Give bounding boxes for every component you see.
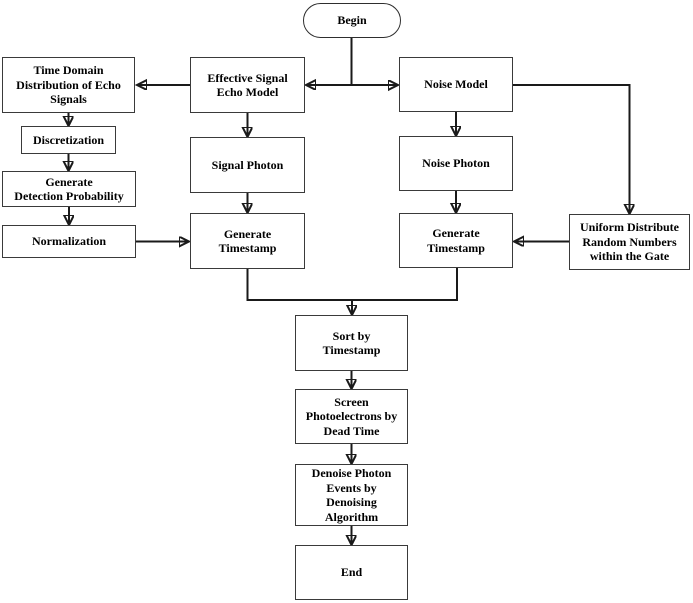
node-effective-signal-echo-model: Effective Signal Echo Model — [190, 57, 305, 113]
node-normalization-label: Normalization — [32, 234, 106, 249]
node-noise-photon: Noise Photon — [399, 136, 513, 191]
node-generate-detection-probability-label: Generate Detection Probability — [14, 174, 124, 204]
node-time-domain-distribution-label: Time Domain Distribution of Echo Signals — [16, 63, 121, 107]
node-begin: Begin — [303, 3, 401, 38]
node-discretization-label: Discretization — [32, 132, 105, 147]
node-end-label: End — [340, 565, 363, 580]
node-uniform-distribute-random-numbers-label: Uniform Distribute Random Numbers within… — [580, 220, 679, 264]
node-sort-by-timestamp: Sort by Timestamp — [295, 315, 408, 371]
node-generate-detection-probability: Generate Detection Probability — [2, 171, 136, 207]
node-discretization: Discretization — [21, 126, 116, 154]
node-screen-photoelectrons: Screen Photoelectrons by Dead Time — [295, 389, 408, 444]
node-effective-signal-echo-model-label: Effective Signal Echo Model — [207, 70, 288, 100]
edge-noise-model-to-uniform — [513, 84, 630, 213]
node-denoise-photon-events-label: Denoise Photon Events by Denoising Algor… — [311, 466, 392, 524]
node-time-domain-distribution: Time Domain Distribution of Echo Signals — [2, 57, 135, 113]
node-signal-photon: Signal Photon — [190, 137, 305, 193]
node-generate-timestamp-signal: Generate Timestamp — [190, 213, 305, 269]
node-signal-photon-label: Signal Photon — [211, 157, 284, 172]
node-noise-photon-label: Noise Photon — [422, 156, 490, 171]
node-generate-timestamp-noise-label: Generate Timestamp — [427, 226, 485, 255]
node-noise-model: Noise Model — [399, 57, 513, 112]
node-normalization: Normalization — [2, 225, 136, 258]
node-generate-timestamp-signal-label: Generate Timestamp — [218, 226, 277, 256]
node-uniform-distribute-random-numbers: Uniform Distribute Random Numbers within… — [569, 214, 690, 270]
node-noise-model-label: Noise Model — [424, 77, 488, 92]
edge-timestamp-merge — [246, 267, 458, 301]
node-sort-by-timestamp-label: Sort by Timestamp — [322, 328, 381, 358]
node-generate-timestamp-noise: Generate Timestamp — [399, 213, 513, 268]
node-denoise-photon-events: Denoise Photon Events by Denoising Algor… — [295, 464, 408, 526]
node-begin-label: Begin — [337, 13, 367, 28]
node-screen-photoelectrons-label: Screen Photoelectrons by Dead Time — [305, 394, 398, 438]
node-end: End — [295, 545, 408, 600]
